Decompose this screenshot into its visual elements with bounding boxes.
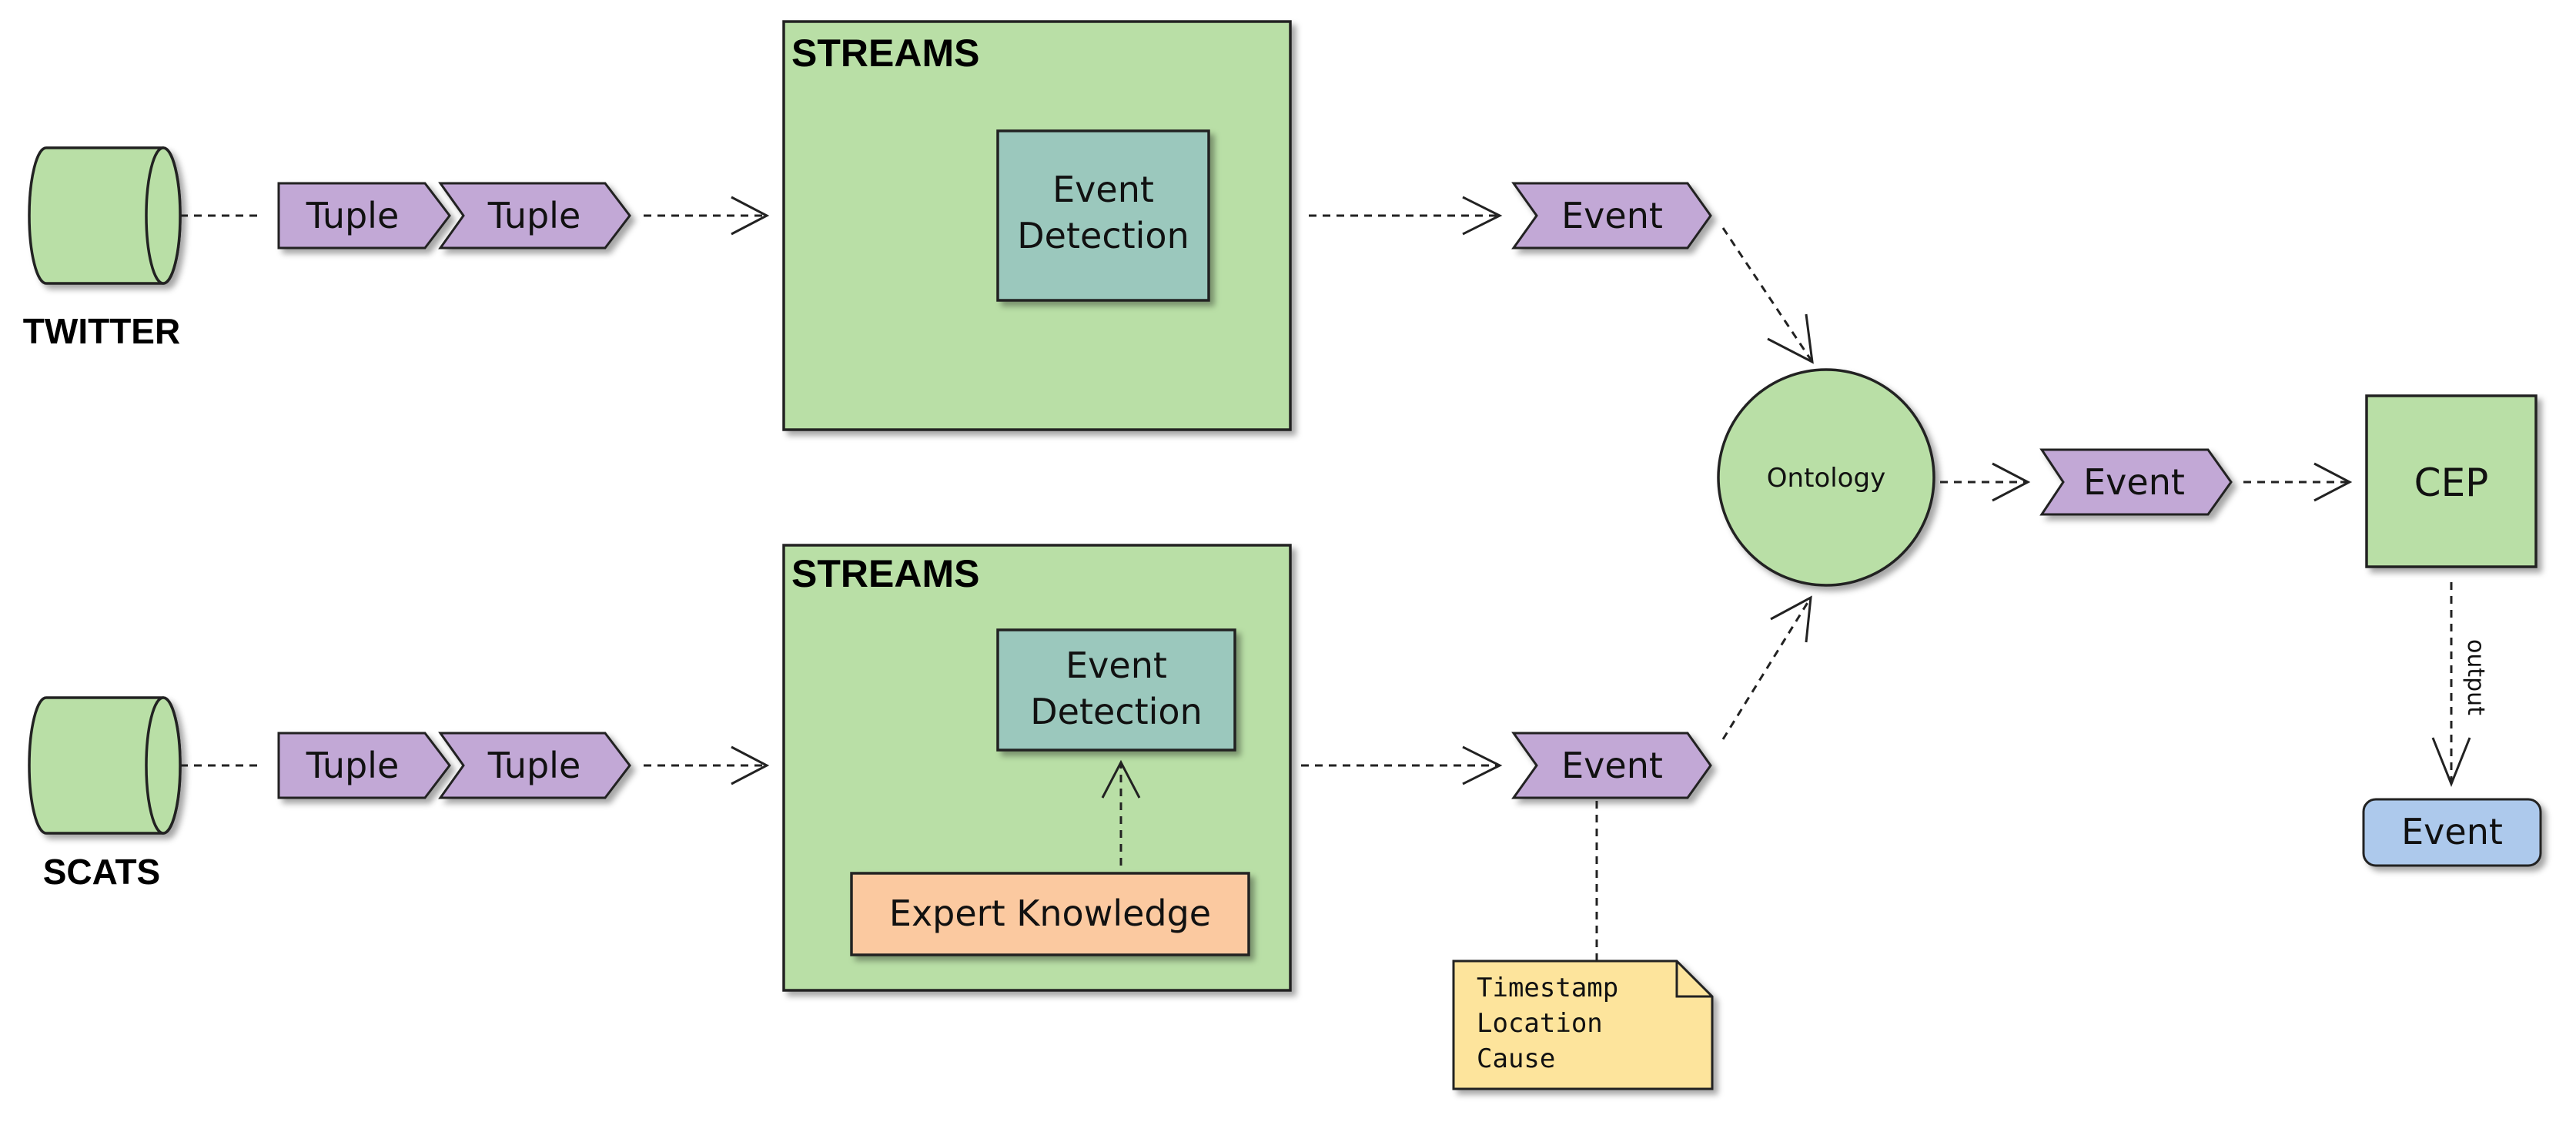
svg-text:Tuple: Tuple <box>306 745 400 786</box>
twitter-label: TWITTER <box>23 311 180 351</box>
svg-text:Detection: Detection <box>1017 215 1189 256</box>
svg-text:Tuple: Tuple <box>487 745 581 786</box>
cep-box: CEP <box>2365 394 2538 568</box>
svg-text:Cause: Cause <box>1477 1043 1555 1074</box>
svg-text:Event: Event <box>1561 195 1663 236</box>
twitter-source: TWITTER <box>23 146 182 351</box>
svg-text:CEP: CEP <box>2414 461 2489 505</box>
output-label: output <box>2462 639 2489 715</box>
tuple-token: Tuple <box>277 732 451 799</box>
event-attributes-note: Timestamp Location Cause <box>1452 960 1714 1090</box>
svg-text:Location: Location <box>1477 1008 1603 1039</box>
svg-text:Event: Event <box>1561 745 1663 786</box>
svg-text:Ontology: Ontology <box>1767 463 1885 494</box>
event-token: Event <box>1511 732 1712 799</box>
svg-text:Event: Event <box>1052 169 1154 210</box>
event-detection-box: Event Detection <box>996 628 1236 752</box>
tuple-token: Tuple <box>438 182 631 250</box>
event-token: Event <box>2039 448 2233 516</box>
streams-box: STREAMS Event Detection <box>782 20 1292 431</box>
tuple-token: Tuple <box>438 732 631 799</box>
svg-text:Tuple: Tuple <box>306 195 400 236</box>
streams-title: STREAMS <box>791 552 979 595</box>
svg-text:Detection: Detection <box>1030 691 1202 732</box>
output-event-box: Event <box>2362 798 2542 867</box>
svg-text:Event: Event <box>1066 645 1167 686</box>
svg-text:Tuple: Tuple <box>487 195 581 236</box>
scats-label: SCATS <box>43 852 161 892</box>
tuple-token: Tuple <box>277 182 451 250</box>
svg-text:Timestamp: Timestamp <box>1477 973 1618 1003</box>
streams-box: STREAMS Event Detection Expert Knowledge <box>782 544 1292 992</box>
svg-text:Event: Event <box>2401 811 2503 852</box>
ontology-node: Ontology <box>1717 368 1935 587</box>
svg-text:Expert Knowledge: Expert Knowledge <box>889 893 1211 934</box>
streams-title: STREAMS <box>791 32 979 75</box>
event-token: Event <box>1511 182 1712 250</box>
expert-knowledge-box: Expert Knowledge <box>850 872 1250 956</box>
scats-source: SCATS <box>28 696 182 892</box>
svg-text:Event: Event <box>2083 461 2185 503</box>
event-detection-box: Event Detection <box>996 129 1210 302</box>
